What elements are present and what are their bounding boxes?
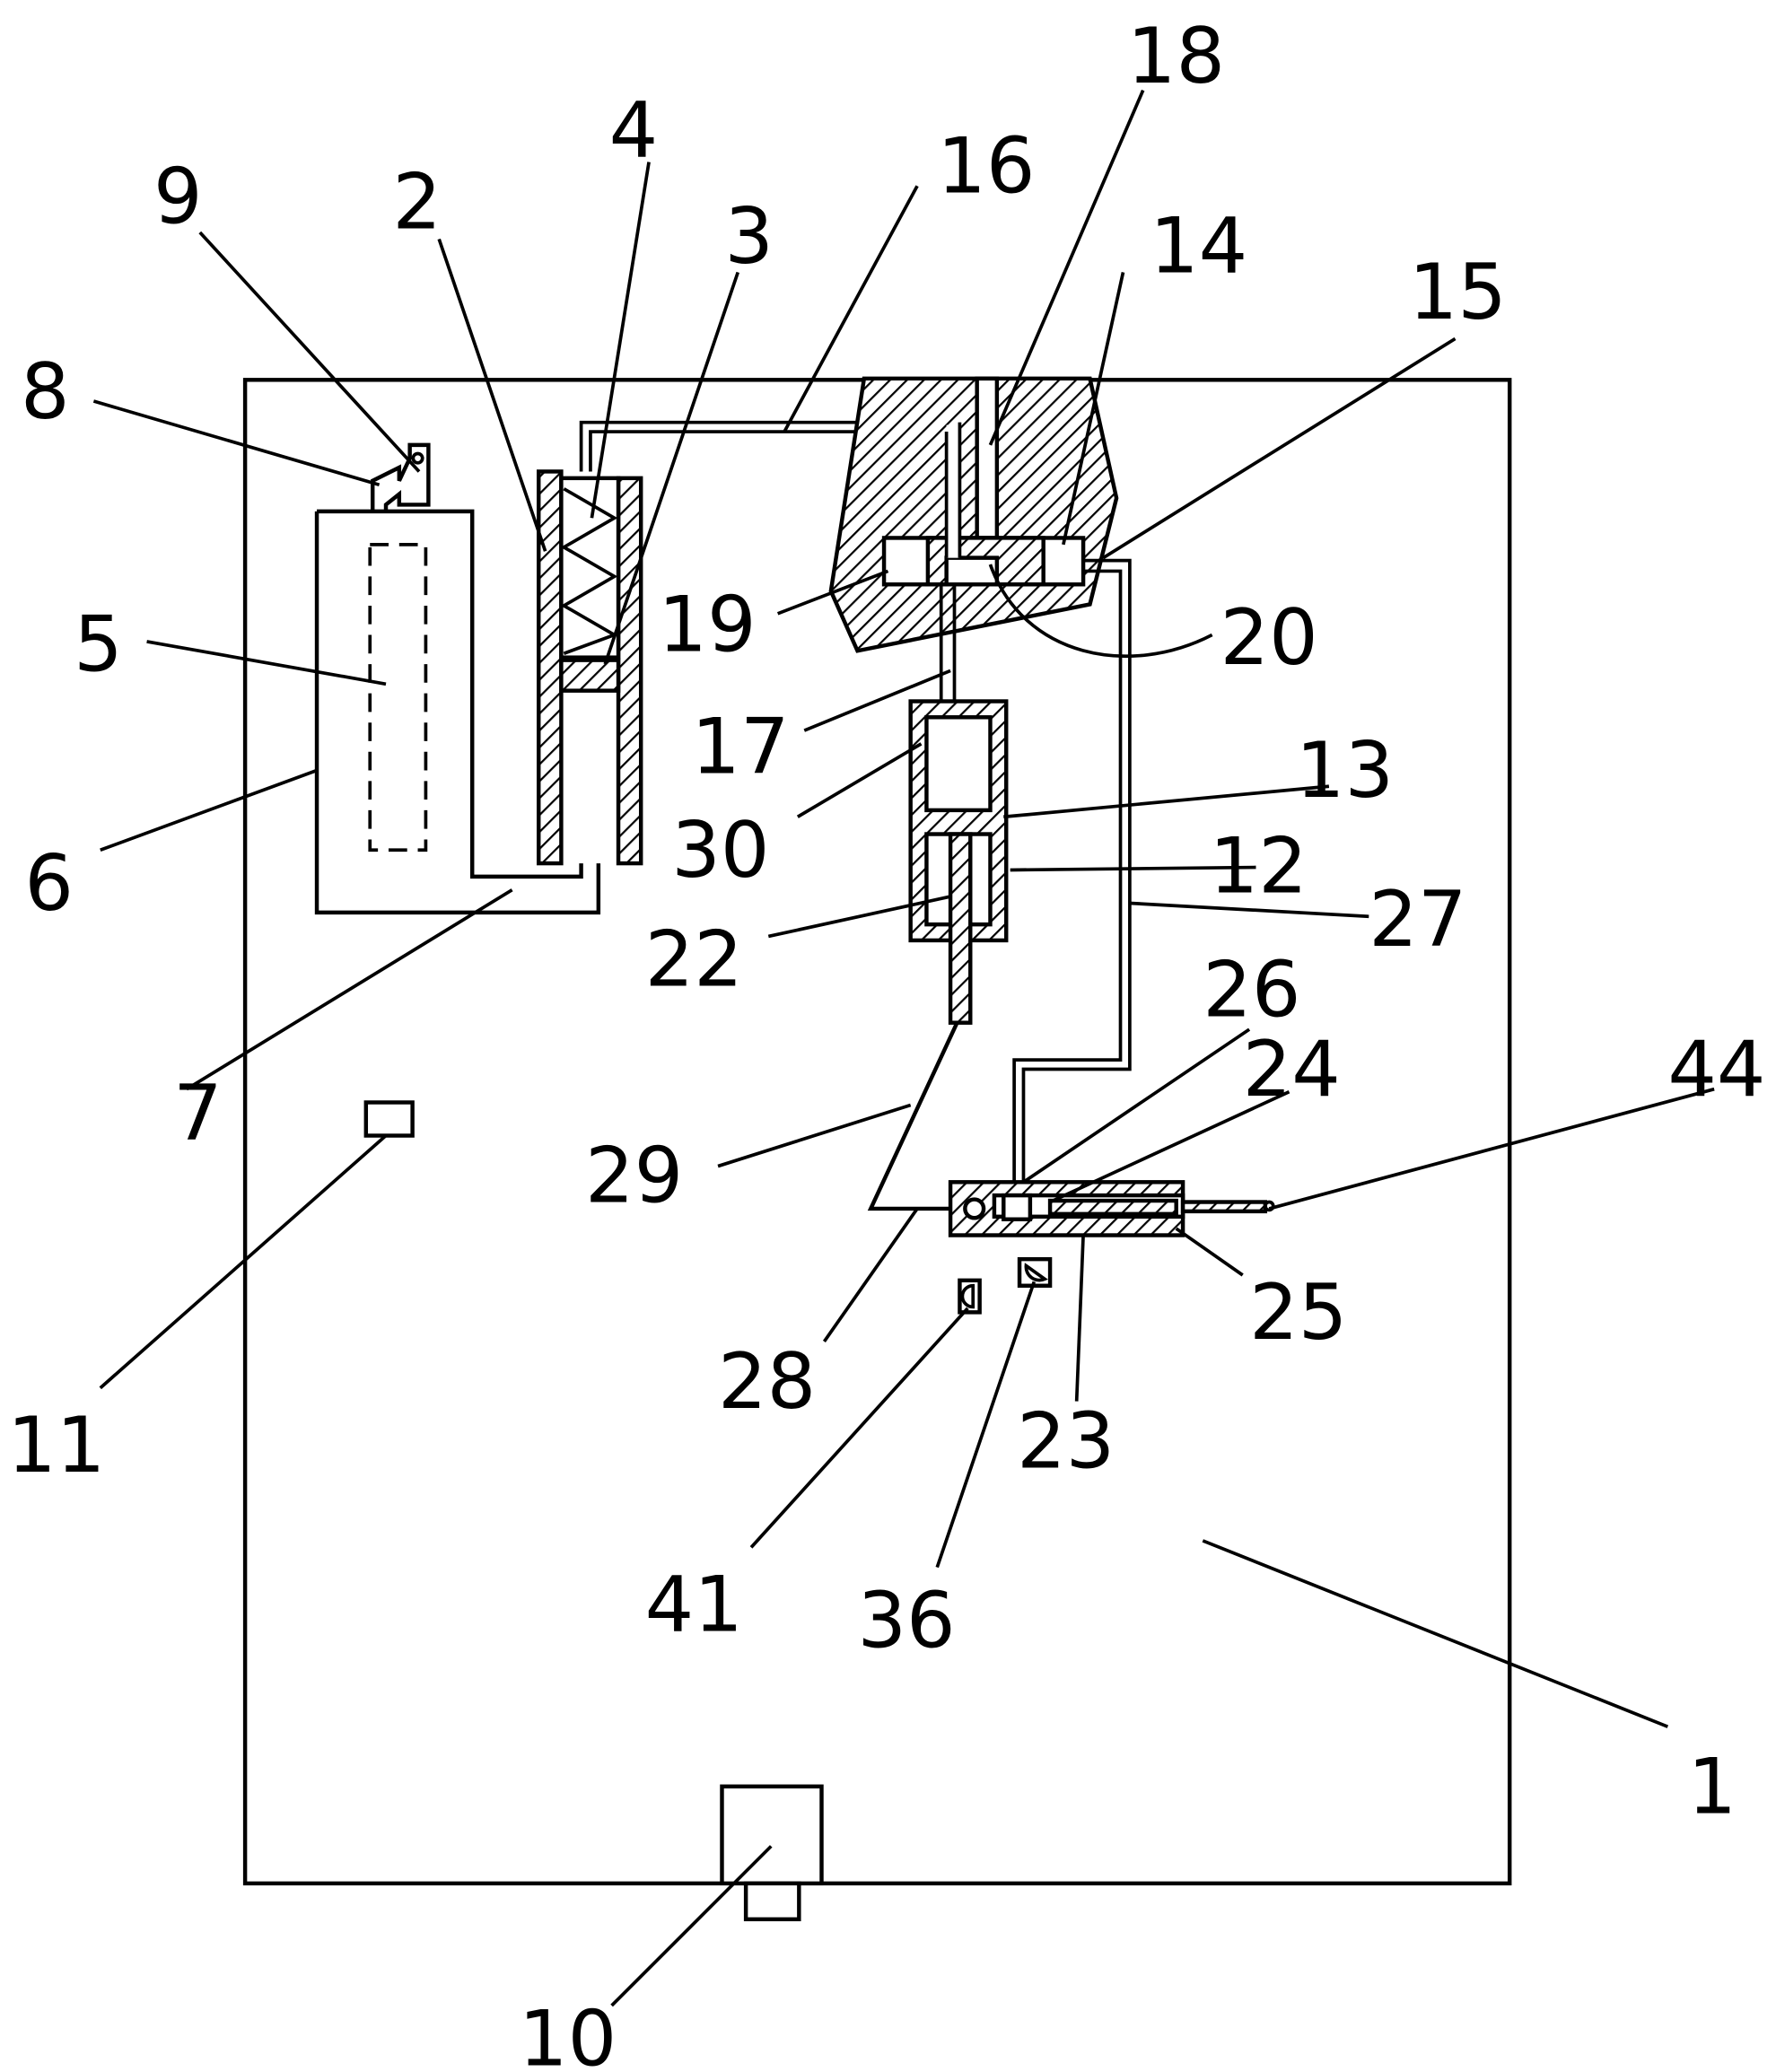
piston-rod bbox=[950, 835, 970, 1023]
sensor-36 bbox=[1019, 1259, 1050, 1286]
label-29: 29 bbox=[585, 1132, 683, 1221]
wall-left bbox=[538, 471, 561, 863]
reference-numerals: 18 4 16 9 2 3 14 15 8 5 19 20 17 13 30 6… bbox=[7, 12, 1765, 2072]
slider bbox=[1003, 1195, 1030, 1220]
label-4: 4 bbox=[609, 86, 659, 176]
label-28: 28 bbox=[718, 1337, 816, 1427]
label-15: 15 bbox=[1409, 248, 1507, 337]
pull-rod bbox=[1183, 1202, 1265, 1211]
label-26: 26 bbox=[1203, 945, 1300, 1035]
label-25: 25 bbox=[1249, 1268, 1347, 1358]
sensor-41 bbox=[959, 1281, 979, 1313]
label-18: 18 bbox=[1127, 12, 1225, 101]
label-10: 10 bbox=[519, 1995, 617, 2072]
valve-block bbox=[831, 379, 1116, 651]
label-23: 23 bbox=[1017, 1397, 1115, 1487]
label-8: 8 bbox=[21, 347, 70, 437]
label-5: 5 bbox=[74, 599, 123, 689]
label-14: 14 bbox=[1150, 201, 1247, 291]
label-27: 27 bbox=[1369, 875, 1466, 965]
label-2: 2 bbox=[392, 158, 442, 248]
label-24: 24 bbox=[1243, 1025, 1341, 1115]
label-20: 20 bbox=[1220, 593, 1318, 683]
upper-chamber bbox=[926, 717, 990, 810]
label-22: 22 bbox=[645, 914, 743, 1004]
label-7: 7 bbox=[173, 1069, 223, 1158]
label-6: 6 bbox=[24, 839, 74, 929]
label-17: 17 bbox=[691, 702, 789, 791]
channel bbox=[977, 379, 997, 538]
label-9: 9 bbox=[153, 153, 203, 242]
piston bbox=[561, 660, 618, 691]
inner-container bbox=[370, 545, 425, 850]
pivot bbox=[965, 1200, 984, 1219]
label-13: 13 bbox=[1296, 726, 1394, 816]
wall-right bbox=[618, 478, 641, 863]
valve bbox=[372, 445, 428, 511]
label-36: 36 bbox=[857, 1576, 955, 1665]
label-19: 19 bbox=[658, 580, 756, 669]
slide-rod bbox=[1050, 1201, 1177, 1214]
label-12: 12 bbox=[1210, 822, 1308, 912]
label-41: 41 bbox=[645, 1561, 743, 1650]
label-16: 16 bbox=[937, 122, 1035, 212]
sensor-box bbox=[366, 1103, 413, 1136]
label-44: 44 bbox=[1667, 1025, 1765, 1115]
label-1: 1 bbox=[1688, 1742, 1737, 1832]
linkage bbox=[871, 1023, 957, 1209]
bottom-port bbox=[722, 1787, 821, 1919]
label-11: 11 bbox=[7, 1401, 105, 1491]
label-30: 30 bbox=[671, 806, 769, 896]
label-3: 3 bbox=[724, 192, 774, 282]
